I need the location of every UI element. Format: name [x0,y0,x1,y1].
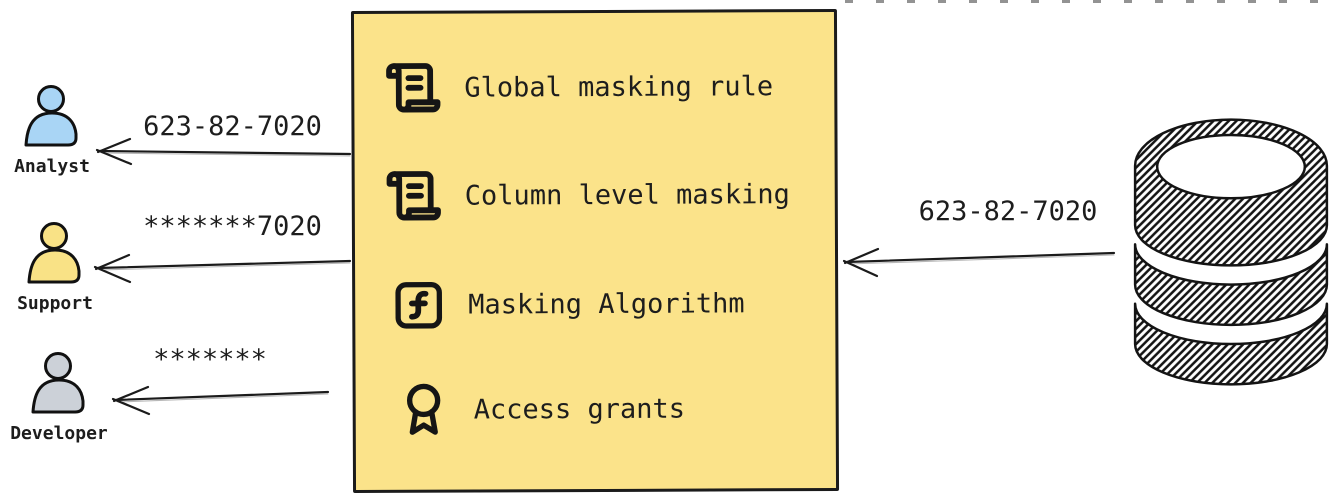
box-item-access-grants: Access grants [396,379,686,440]
actor-support: Support [3,221,107,314]
box-item-column-level-masking: Column level masking [385,164,790,226]
arrow-box-to-analyst [95,137,352,166]
scroll-text-icon [386,171,441,221]
actor-developer: Developer [7,351,111,444]
scroll-text-icon [386,63,441,113]
actor-name-developer: Developer [10,423,108,444]
flow-value-to-developer: ******* [153,344,267,375]
actor-analyst: Analyst [0,84,104,177]
flow-value-from-database: 623-82-7020 [918,196,1098,227]
masking-rules-box: Global masking rule Column level masking… [350,8,840,494]
box-item-global-masking-rule: Global masking rule [384,56,773,118]
box-item-label: Column level masking [464,178,790,212]
box-item-label: Global masking rule [464,70,774,104]
actor-name-support: Support [17,293,93,314]
arrow-box-to-developer [111,385,330,416]
actor-name-analyst: Analyst [14,156,90,177]
flow-value-to-analyst: 623-82-7020 [143,111,322,142]
top-edge-dashed-line [845,0,1340,3]
award-icon [406,383,441,435]
box-item-masking-algorithm: Masking Algorithm [391,273,745,335]
function-square-icon [395,281,443,329]
database-icon [1133,118,1329,386]
analyst-person-icon [24,85,78,147]
arrow-database-to-box [842,247,1116,278]
box-item-label: Masking Algorithm [468,287,745,321]
developer-person-icon [31,352,85,414]
box-item-label: Access grants [473,393,686,426]
flow-value-to-support: *******7020 [143,211,322,242]
support-person-icon [27,222,81,284]
arrow-box-to-support [93,253,352,284]
